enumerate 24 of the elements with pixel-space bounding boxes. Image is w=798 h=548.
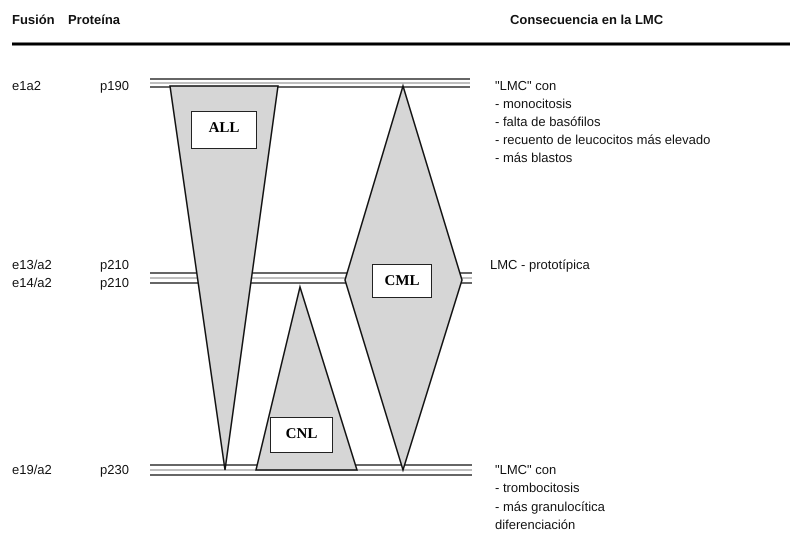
fusion-name: e14/a2 bbox=[12, 275, 52, 291]
consequence-text: - trombocitosis bbox=[495, 480, 580, 496]
fusion-name: e19/a2 bbox=[12, 462, 52, 478]
column-header: Consecuencia en la LMC bbox=[510, 12, 664, 28]
consequence-text: - monocitosis bbox=[495, 96, 572, 112]
consequence-text: "LMC" con bbox=[495, 78, 556, 94]
disease-label: CNL bbox=[270, 417, 333, 453]
protein-name: p210 bbox=[100, 275, 129, 291]
disease-label: CML bbox=[372, 264, 432, 298]
consequence-text: - falta de basófilos bbox=[495, 114, 601, 130]
column-header: Fusión bbox=[12, 12, 55, 28]
consequence-text: - más granulocítica diferenciación bbox=[495, 498, 606, 534]
consequence-text: "LMC" con bbox=[495, 462, 556, 478]
column-header: Proteína bbox=[68, 12, 120, 28]
protein-name: p210 bbox=[100, 257, 129, 273]
consequence-text: LMC - prototípica bbox=[490, 257, 590, 273]
protein-name: p230 bbox=[100, 462, 129, 478]
disease-label: ALL bbox=[191, 111, 257, 149]
fusion-name: e1a2 bbox=[12, 78, 41, 94]
consequence-text: - recuento de leucocitos más elevado bbox=[495, 132, 710, 148]
triangle-region bbox=[256, 287, 357, 470]
consequence-text: - más blastos bbox=[495, 150, 572, 166]
protein-name: p190 bbox=[100, 78, 129, 94]
fusion-name: e13/a2 bbox=[12, 257, 52, 273]
